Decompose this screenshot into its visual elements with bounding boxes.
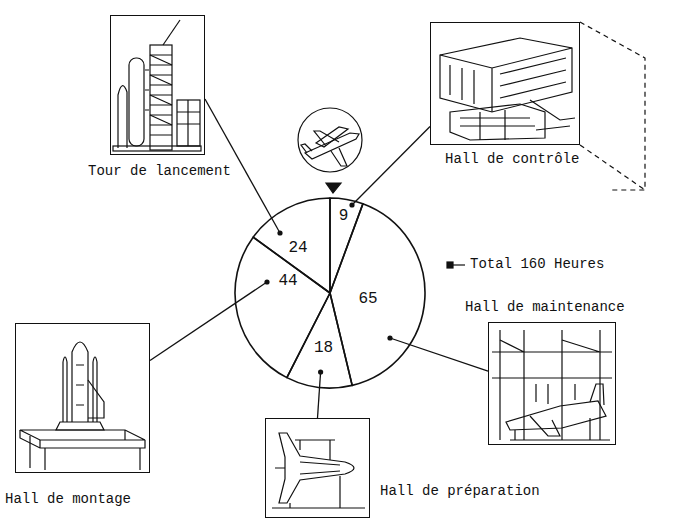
control-hall-drawing xyxy=(440,22,645,190)
assembly-hall-drawing xyxy=(30,430,140,470)
maintenance-hall-drawing xyxy=(492,330,612,440)
control-hall-drawing xyxy=(440,38,572,112)
leader-line xyxy=(318,372,321,418)
assembly-hall-drawing xyxy=(56,422,104,430)
control-hall-drawing xyxy=(530,100,575,130)
leader-dot xyxy=(349,202,354,207)
segment-value: 9 xyxy=(339,208,349,224)
carrier-aircraft-drawing xyxy=(316,127,348,147)
total-leader xyxy=(447,262,453,268)
pie-wedge xyxy=(330,204,425,386)
segment-value: 24 xyxy=(288,240,307,256)
pie-wedge xyxy=(235,237,330,377)
carrier-aircraft-drawing xyxy=(305,133,359,159)
maintenance-hall-drawing xyxy=(536,384,575,404)
leader-line xyxy=(150,282,267,361)
total-leader xyxy=(447,262,465,268)
leader-dot xyxy=(277,230,282,235)
launch-tower-drawing xyxy=(129,58,144,146)
launch-tower-drawing xyxy=(150,55,172,135)
control-hall-drawing xyxy=(460,110,535,140)
hall-caption: Hall de maintenance xyxy=(465,299,625,316)
launch-tower-drawing xyxy=(150,45,172,150)
segment-value: 18 xyxy=(314,340,333,356)
assembly-hall-drawing xyxy=(63,357,97,422)
illustration-box: Hall de contrôle xyxy=(430,22,580,168)
leader-line xyxy=(352,127,430,205)
hall-caption: Tour de lancement xyxy=(88,163,231,180)
preparation-hall-drawing xyxy=(279,433,354,503)
preparation-hall-drawing xyxy=(272,440,365,508)
pie-wedge xyxy=(233,196,427,390)
illustration-box: Hall de maintenance xyxy=(488,299,625,445)
picture-frame xyxy=(265,418,370,518)
maintenance-hall-drawing xyxy=(500,330,600,440)
carrier-aircraft-drawing xyxy=(298,108,362,193)
leader-dot xyxy=(387,335,392,340)
preparation-hall-drawing xyxy=(272,433,365,508)
carrier-aircraft-drawing xyxy=(298,108,362,172)
control-hall-drawing xyxy=(580,22,645,190)
maintenance-hall-drawing xyxy=(510,418,610,440)
maintenance-hall-drawing xyxy=(590,384,604,405)
launch-tower-drawing xyxy=(177,100,200,146)
carrier-aircraft-drawing xyxy=(331,148,347,166)
control-hall-drawing xyxy=(450,58,566,104)
launch-tower-drawing xyxy=(118,86,127,148)
illustration-box: Tour de lancement xyxy=(110,15,231,180)
maintenance-hall-drawing xyxy=(530,416,560,436)
assembly-hall-drawing xyxy=(20,430,145,448)
assembly-hall-drawing xyxy=(72,342,88,422)
illustration-box: Hall de montage xyxy=(15,323,150,508)
carrier-aircraft-drawing xyxy=(326,183,341,193)
launch-tower-drawing xyxy=(113,146,201,151)
launch-tower-drawing xyxy=(150,55,172,125)
leader-line xyxy=(390,338,488,371)
preparation-hall-drawing xyxy=(275,462,340,474)
picture-frame xyxy=(110,15,205,155)
maintenance-hall-drawing xyxy=(492,340,612,378)
picture-frame xyxy=(15,323,150,473)
assembly-hall-drawing xyxy=(76,365,84,405)
maintenance-hall-drawing xyxy=(506,401,606,430)
control-hall-drawing xyxy=(440,48,572,112)
hall-caption: Hall de contrôle xyxy=(445,151,579,168)
control-hall-drawing xyxy=(450,104,545,140)
leader-dot xyxy=(318,369,323,374)
leader-dot xyxy=(264,279,269,284)
assembly-hall-drawing xyxy=(20,430,145,440)
launch-tower-drawing xyxy=(145,70,149,110)
illustration-box: Hall de préparation xyxy=(265,418,540,518)
total-leader xyxy=(453,264,465,265)
hall-caption: Hall de montage xyxy=(5,491,131,508)
segment-value: 44 xyxy=(278,273,297,289)
pie-segment: 44 xyxy=(233,196,427,390)
launch-tower-drawing xyxy=(163,20,180,45)
pie-wedge xyxy=(287,293,352,388)
hall-caption: Hall de préparation xyxy=(380,483,540,500)
assembly-hall-drawing xyxy=(88,380,104,418)
launch-tower-drawing xyxy=(177,100,200,146)
carrier-aircraft-drawing xyxy=(301,144,312,153)
assembly-hall-drawing xyxy=(20,342,145,470)
total-label: Total 160 Heures xyxy=(470,256,604,273)
segment-value: 65 xyxy=(358,291,377,307)
picture-frame xyxy=(430,22,580,145)
launch-tower-drawing xyxy=(113,20,201,151)
picture-frame xyxy=(488,322,616,445)
